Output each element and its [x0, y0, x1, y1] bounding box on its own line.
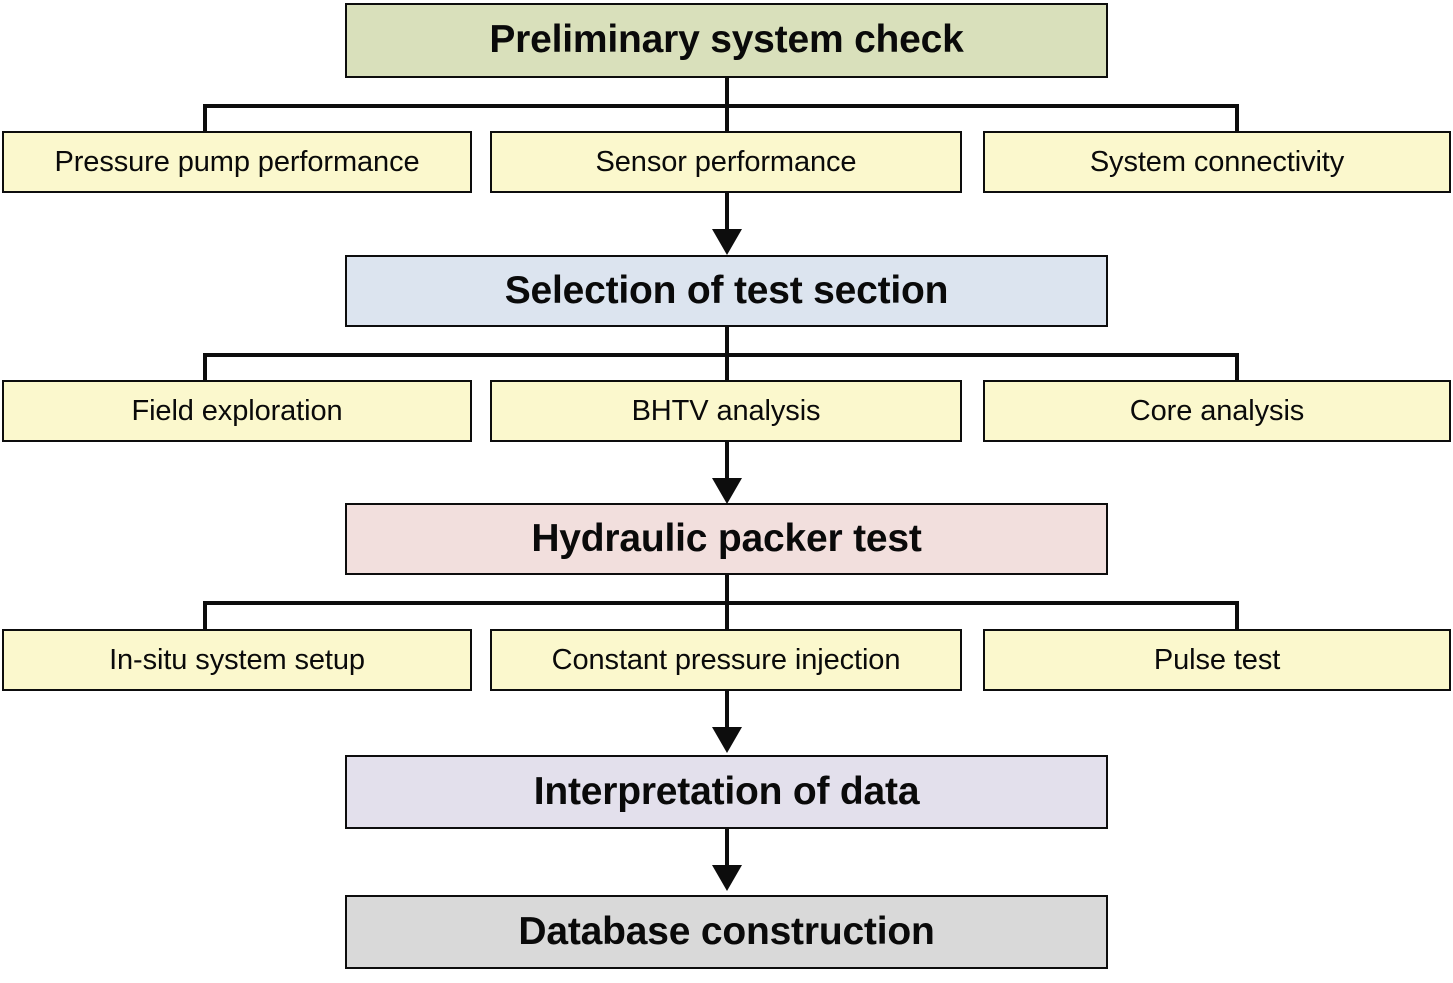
node-label: Sensor performance	[595, 145, 857, 178]
connector-arrow-shaft-3	[725, 691, 729, 731]
connector-selection-drop-right	[1235, 353, 1239, 382]
node-field-exploration[interactable]: Field exploration	[2, 380, 472, 442]
node-sensor-performance[interactable]: Sensor performance	[490, 131, 962, 193]
node-label: Selection of test section	[504, 268, 949, 312]
node-bhtv-analysis[interactable]: BHTV analysis	[490, 380, 962, 442]
connector-arrow-shaft-4	[725, 829, 729, 869]
connector-selection-bus	[203, 353, 1239, 357]
node-system-connectivity[interactable]: System connectivity	[983, 131, 1451, 193]
node-label: Pressure pump performance	[54, 145, 420, 178]
node-label: Database construction	[518, 909, 935, 953]
arrow-head-icon-1	[712, 229, 742, 255]
node-hydraulic-packer-test[interactable]: Hydraulic packer test	[345, 503, 1108, 575]
connector-arrow-shaft-1	[725, 193, 729, 233]
arrow-head-icon-3	[712, 727, 742, 753]
connector-selection-drop-center	[725, 353, 729, 382]
node-pulse-test[interactable]: Pulse test	[983, 629, 1451, 691]
node-core-analysis[interactable]: Core analysis	[983, 380, 1451, 442]
connector-hydraulic-drop-left	[203, 601, 207, 630]
node-label: Field exploration	[131, 394, 343, 427]
connector-hydraulic-bus	[203, 601, 1239, 605]
arrow-head-icon-4	[712, 865, 742, 891]
connector-hydraulic-drop-right	[1235, 601, 1239, 630]
connector-preliminary-stem	[725, 78, 729, 106]
node-interpretation-of-data[interactable]: Interpretation of data	[345, 755, 1108, 829]
node-selection-of-test-section[interactable]: Selection of test section	[345, 255, 1108, 327]
node-label: Constant pressure injection	[551, 643, 901, 676]
connector-preliminary-drop-right	[1235, 104, 1239, 133]
connector-selection-drop-left	[203, 353, 207, 382]
connector-preliminary-drop-left	[203, 104, 207, 133]
node-in-situ-system-setup[interactable]: In-situ system setup	[2, 629, 472, 691]
node-label: Interpretation of data	[533, 769, 920, 813]
node-constant-pressure-injection[interactable]: Constant pressure injection	[490, 629, 962, 691]
node-label: In-situ system setup	[109, 643, 365, 676]
connector-hydraulic-drop-center	[725, 601, 729, 630]
node-pressure-pump-performance[interactable]: Pressure pump performance	[2, 131, 472, 193]
connector-preliminary-bus	[203, 104, 1239, 108]
node-database-construction[interactable]: Database construction	[345, 895, 1108, 969]
node-label: BHTV analysis	[631, 394, 821, 427]
node-label: Core analysis	[1129, 394, 1305, 427]
connector-selection-stem	[725, 327, 729, 355]
arrow-head-icon-2	[712, 478, 742, 504]
node-label: Pulse test	[1153, 643, 1281, 676]
node-label: Hydraulic packer test	[531, 516, 922, 560]
connector-preliminary-drop-center	[725, 104, 729, 133]
connector-arrow-shaft-2	[725, 442, 729, 482]
node-label: System connectivity	[1089, 145, 1345, 178]
connector-hydraulic-stem	[725, 575, 729, 603]
node-label: Preliminary system check	[489, 18, 964, 62]
node-preliminary-system-check[interactable]: Preliminary system check	[345, 3, 1108, 78]
